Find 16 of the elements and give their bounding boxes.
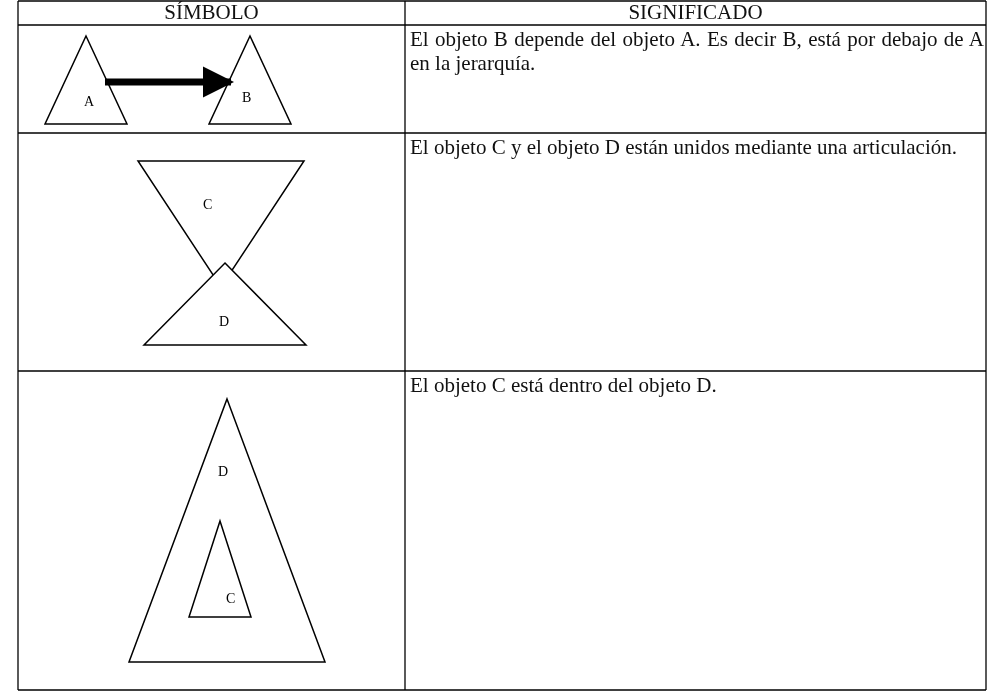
description-text: El objeto C está dentro del objeto D. [410, 373, 718, 397]
triangle-label: D [219, 315, 230, 329]
column-header: SIGNIFICADO [627, 0, 764, 24]
triangle [44, 35, 128, 125]
triangle [143, 262, 307, 346]
triangle [128, 398, 326, 663]
triangle-label: D [218, 465, 229, 479]
triangle-label: A [84, 95, 95, 109]
description-text: El objeto B depende del objeto A. Es decir B, está por debajo de A en la jerarquía. [410, 27, 984, 75]
triangle [188, 520, 252, 618]
description-text: El objeto C y el objeto D están unidos mediante una articulación. [410, 135, 959, 159]
triangle [208, 35, 292, 125]
column-header: SÍMBOLO [163, 0, 260, 24]
triangle-label: B [242, 91, 252, 105]
triangle-label: C [203, 198, 213, 212]
triangle-label: C [226, 592, 236, 606]
